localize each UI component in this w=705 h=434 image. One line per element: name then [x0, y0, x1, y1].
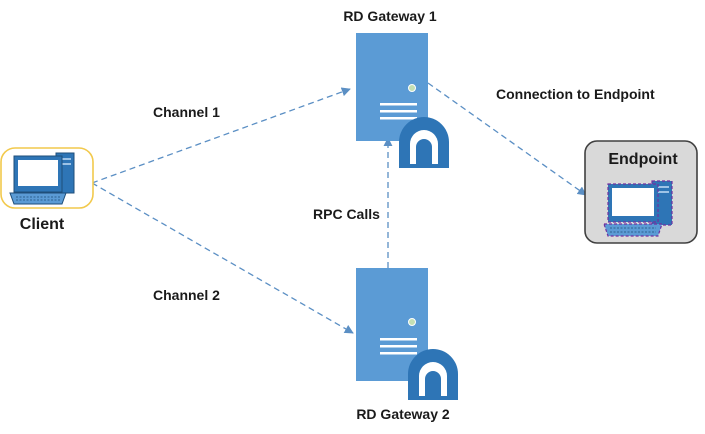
gateway-2-label: RD Gateway 2 — [356, 406, 450, 422]
endpoint-connection-connector — [427, 82, 587, 196]
rpc-calls-label: RPC Calls — [313, 206, 380, 222]
tunnel-lock-icon — [399, 117, 449, 168]
desktop-computer-icon — [603, 180, 673, 237]
desktop-computer-icon — [9, 152, 75, 205]
client-node: Client — [0, 147, 94, 233]
gateway-2-node: RD Gateway 2 — [356, 268, 458, 422]
channel-1-connector — [91, 87, 351, 184]
endpoint-node: Endpoint — [584, 140, 698, 244]
gateway-1-node: RD Gateway 1 — [343, 8, 449, 168]
endpoint-connection-label: Connection to Endpoint — [496, 86, 655, 102]
channel-2-connector — [91, 182, 354, 334]
gateway-1-label: RD Gateway 1 — [343, 8, 437, 24]
channel-1-label: Channel 1 — [153, 104, 220, 120]
tunnel-lock-icon — [408, 349, 458, 400]
endpoint-label: Endpoint — [608, 151, 678, 168]
client-label: Client — [20, 216, 65, 233]
channel-2-label: Channel 2 — [153, 287, 220, 303]
